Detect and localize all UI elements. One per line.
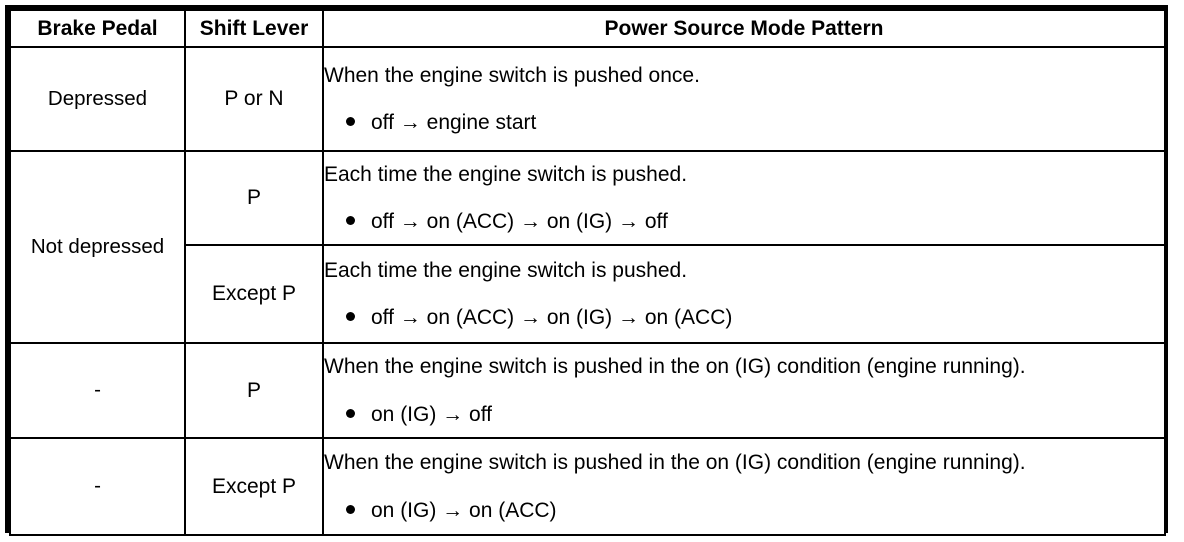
cell-power-source-mode-pattern: When the engine switch is pushed in the …	[322, 342, 1166, 439]
description-text: When the engine switch is pushed in the …	[324, 355, 1026, 379]
bullet-text: off → on (ACC) → on (IG) → on (ACC)	[371, 306, 733, 329]
table-row: Except P Each time the engine switch is …	[10, 244, 1166, 344]
cell-power-source-mode-pattern: Each time the engine switch is pushed. o…	[322, 244, 1166, 344]
cell-brake-pedal: -	[9, 342, 186, 439]
column-header-brake-pedal: Brake Pedal	[9, 9, 186, 48]
table-row: - P When the engine switch is pushed in …	[9, 342, 1166, 439]
bullet-line: off → on (ACC) → on (IG) → off	[324, 187, 1164, 234]
description-text: Each time the engine switch is pushed.	[324, 258, 688, 282]
cell-brake-pedal: Not depressed	[9, 150, 186, 344]
description-text: Each time the engine switch is pushed.	[324, 162, 688, 186]
table-body: Depressed P or N When the engine switch …	[9, 46, 1166, 536]
cell-power-source-mode-pattern: When the engine switch is pushed in the …	[322, 437, 1166, 536]
power-source-mode-table: Brake Pedal Shift Lever Power Source Mod…	[9, 9, 1166, 536]
cell-shift-lever: Except P	[184, 437, 324, 536]
bullet-line: on (IG) → on (ACC)	[324, 476, 1164, 523]
cell-brake-pedal: -	[9, 437, 186, 536]
cell-shift-lever: Except P	[184, 244, 324, 344]
bullet-text: off → on (ACC) → on (IG) → off	[371, 210, 668, 233]
cell-brake-pedal: Depressed	[9, 46, 186, 152]
bullet-line: off → engine start	[324, 88, 1164, 135]
description-text: When the engine switch is pushed once.	[324, 63, 700, 87]
table-header: Brake Pedal Shift Lever Power Source Mod…	[9, 9, 1166, 48]
bullet-text: on (IG) → on (ACC)	[371, 498, 557, 522]
bullet-dot-icon	[346, 504, 355, 514]
cell-power-source-mode-pattern: When the engine switch is pushed once. o…	[322, 46, 1166, 152]
column-header-shift-lever: Shift Lever	[184, 9, 324, 48]
bullet-line: on (IG) → off	[324, 380, 1164, 427]
bullet-dot-icon	[346, 117, 355, 126]
table-header-row: Brake Pedal Shift Lever Power Source Mod…	[9, 9, 1166, 48]
description-text: When the engine switch is pushed in the …	[324, 451, 1026, 475]
cell-shift-lever: P	[184, 342, 324, 439]
power-source-mode-table-frame: Brake Pedal Shift Lever Power Source Mod…	[5, 5, 1168, 536]
bullet-text: on (IG) → off	[371, 402, 492, 426]
table-row: Depressed P or N When the engine switch …	[9, 46, 1166, 152]
table-row: - Except P When the engine switch is pus…	[9, 437, 1166, 536]
cell-shift-lever: P	[184, 150, 324, 246]
bullet-text: off → engine start	[371, 111, 537, 134]
table-row: Not depressed P Each time the engine swi…	[9, 150, 1166, 344]
bullet-dot-icon	[346, 216, 355, 225]
bullet-line: off → on (ACC) → on (IG) → on (ACC)	[324, 283, 1164, 330]
cell-shift-lever: P or N	[184, 46, 324, 152]
cell-power-source-mode-pattern: Each time the engine switch is pushed. o…	[322, 150, 1166, 246]
column-header-power-source-mode-pattern: Power Source Mode Pattern	[322, 9, 1166, 48]
bullet-dot-icon	[346, 408, 355, 418]
bullet-dot-icon	[346, 312, 355, 321]
